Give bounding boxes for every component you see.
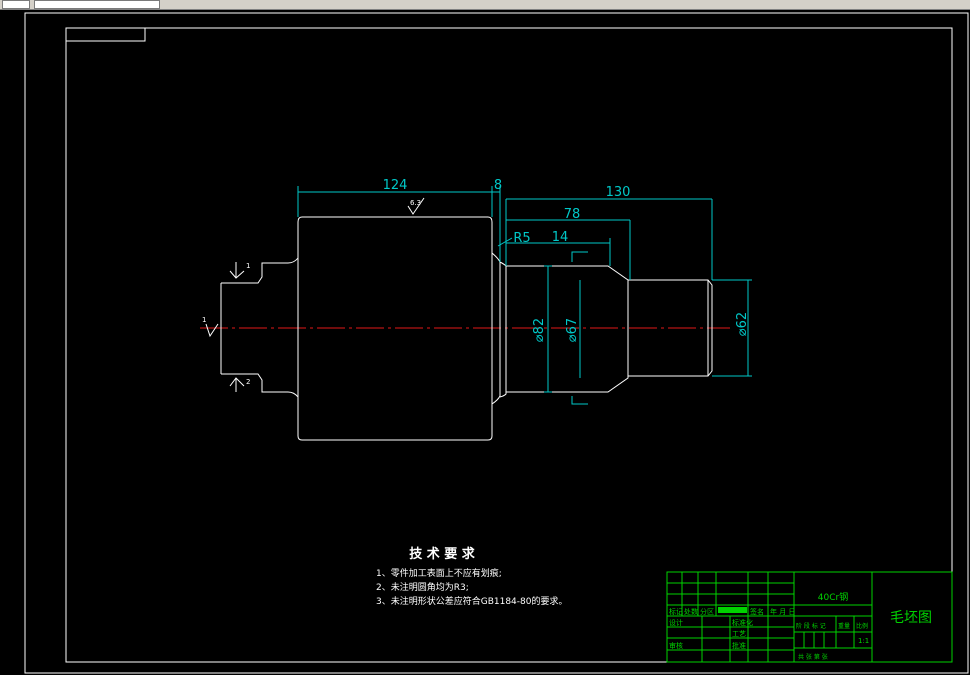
dim-14: 14 [552,230,569,245]
top-toolbar-strip [0,0,970,10]
dim-124: 124 [383,178,408,193]
dim-r5: R5 [513,231,530,246]
weld-label-1: 1 [246,262,250,270]
toolbar-field[interactable] [34,0,160,9]
dimension-lines [297,186,752,405]
label-design: 设计 [669,618,683,627]
label-mark: 标记 [669,607,683,616]
label-weight: 重量 [838,622,850,630]
weld-symbol-2 [229,377,245,392]
cad-drawing-canvas[interactable]: 124 8 130 78 R5 14 ⌀82 ⌀67 ⌀62 6.3 1 2 1… [0,10,970,675]
dim-dia82: ⌀82 [532,318,547,342]
tech-requirements: 技 术 要 求 1、零件加工表面上不应有划痕; 2、未注明圆角均为R3; 3、未… [376,546,567,607]
label-count: 处数 [684,607,698,616]
drawing-name-text: 毛坯图 [890,610,932,626]
label-ratio: 比例 [856,622,868,630]
part-outline [220,216,713,441]
r5-fillet [499,261,507,398]
label-total-sheets: 共 张 第 张 [798,653,828,661]
note-3: 3、未注明形状公差应符合GB1184-80的要求。 [376,595,567,607]
toolbar-field-small[interactable] [2,0,30,9]
label-check: 审核 [669,641,683,650]
notes-title: 技 术 要 求 [409,546,476,562]
title-block-fill-bar [718,607,747,613]
label-process: 工艺 [732,630,746,638]
label-zone: 分区 [700,607,714,616]
main-body [297,216,493,441]
dim-78: 78 [564,207,581,222]
roughness-symbol [407,197,425,215]
label-standardize: 标准化 [732,618,753,627]
roughness-value: 6.3 [410,199,421,207]
dim-dia67: ⌀67 [565,318,580,342]
section-mark-symbol [205,323,219,338]
label-signature: 签名 [750,607,764,616]
section-label: 1 [202,316,206,324]
drawing-border [65,27,953,663]
drawing-number-box [65,27,146,42]
dimension-texts: 124 8 130 78 R5 14 ⌀82 ⌀67 ⌀62 [383,178,750,342]
dim-dia62: ⌀62 [735,312,750,336]
label-approve: 批准 [732,641,746,650]
outer-frame [24,12,969,674]
label-stage-mark: 阶 段 标 记 [796,622,826,630]
dim-8: 8 [494,178,502,193]
label-date: 年 月 日 [770,607,795,616]
scale-value: 1:1 [858,637,869,645]
note-1: 1、零件加工表面上不应有划痕; [376,567,502,579]
left-hub [220,282,237,375]
surface-symbols [205,197,425,392]
dim-130: 130 [606,185,631,200]
weld-label-2: 2 [246,378,250,386]
title-block-labels: 40Cr钢 毛坯图 标记 处数 分区 签名 年 月 日 设计 标准化 阶 段 标… [669,591,932,661]
drawing-background [0,10,970,675]
note-2: 2、未注明圆角均为R3; [376,581,469,593]
material-text: 40Cr钢 [818,591,848,603]
symbol-labels: 6.3 1 2 1 [202,199,421,386]
dia62-section [628,279,713,377]
weld-symbol-1 [229,262,245,279]
title-block [666,571,953,663]
body-shoulder [491,252,501,405]
dia82-section [506,265,629,393]
left-step [237,257,299,398]
